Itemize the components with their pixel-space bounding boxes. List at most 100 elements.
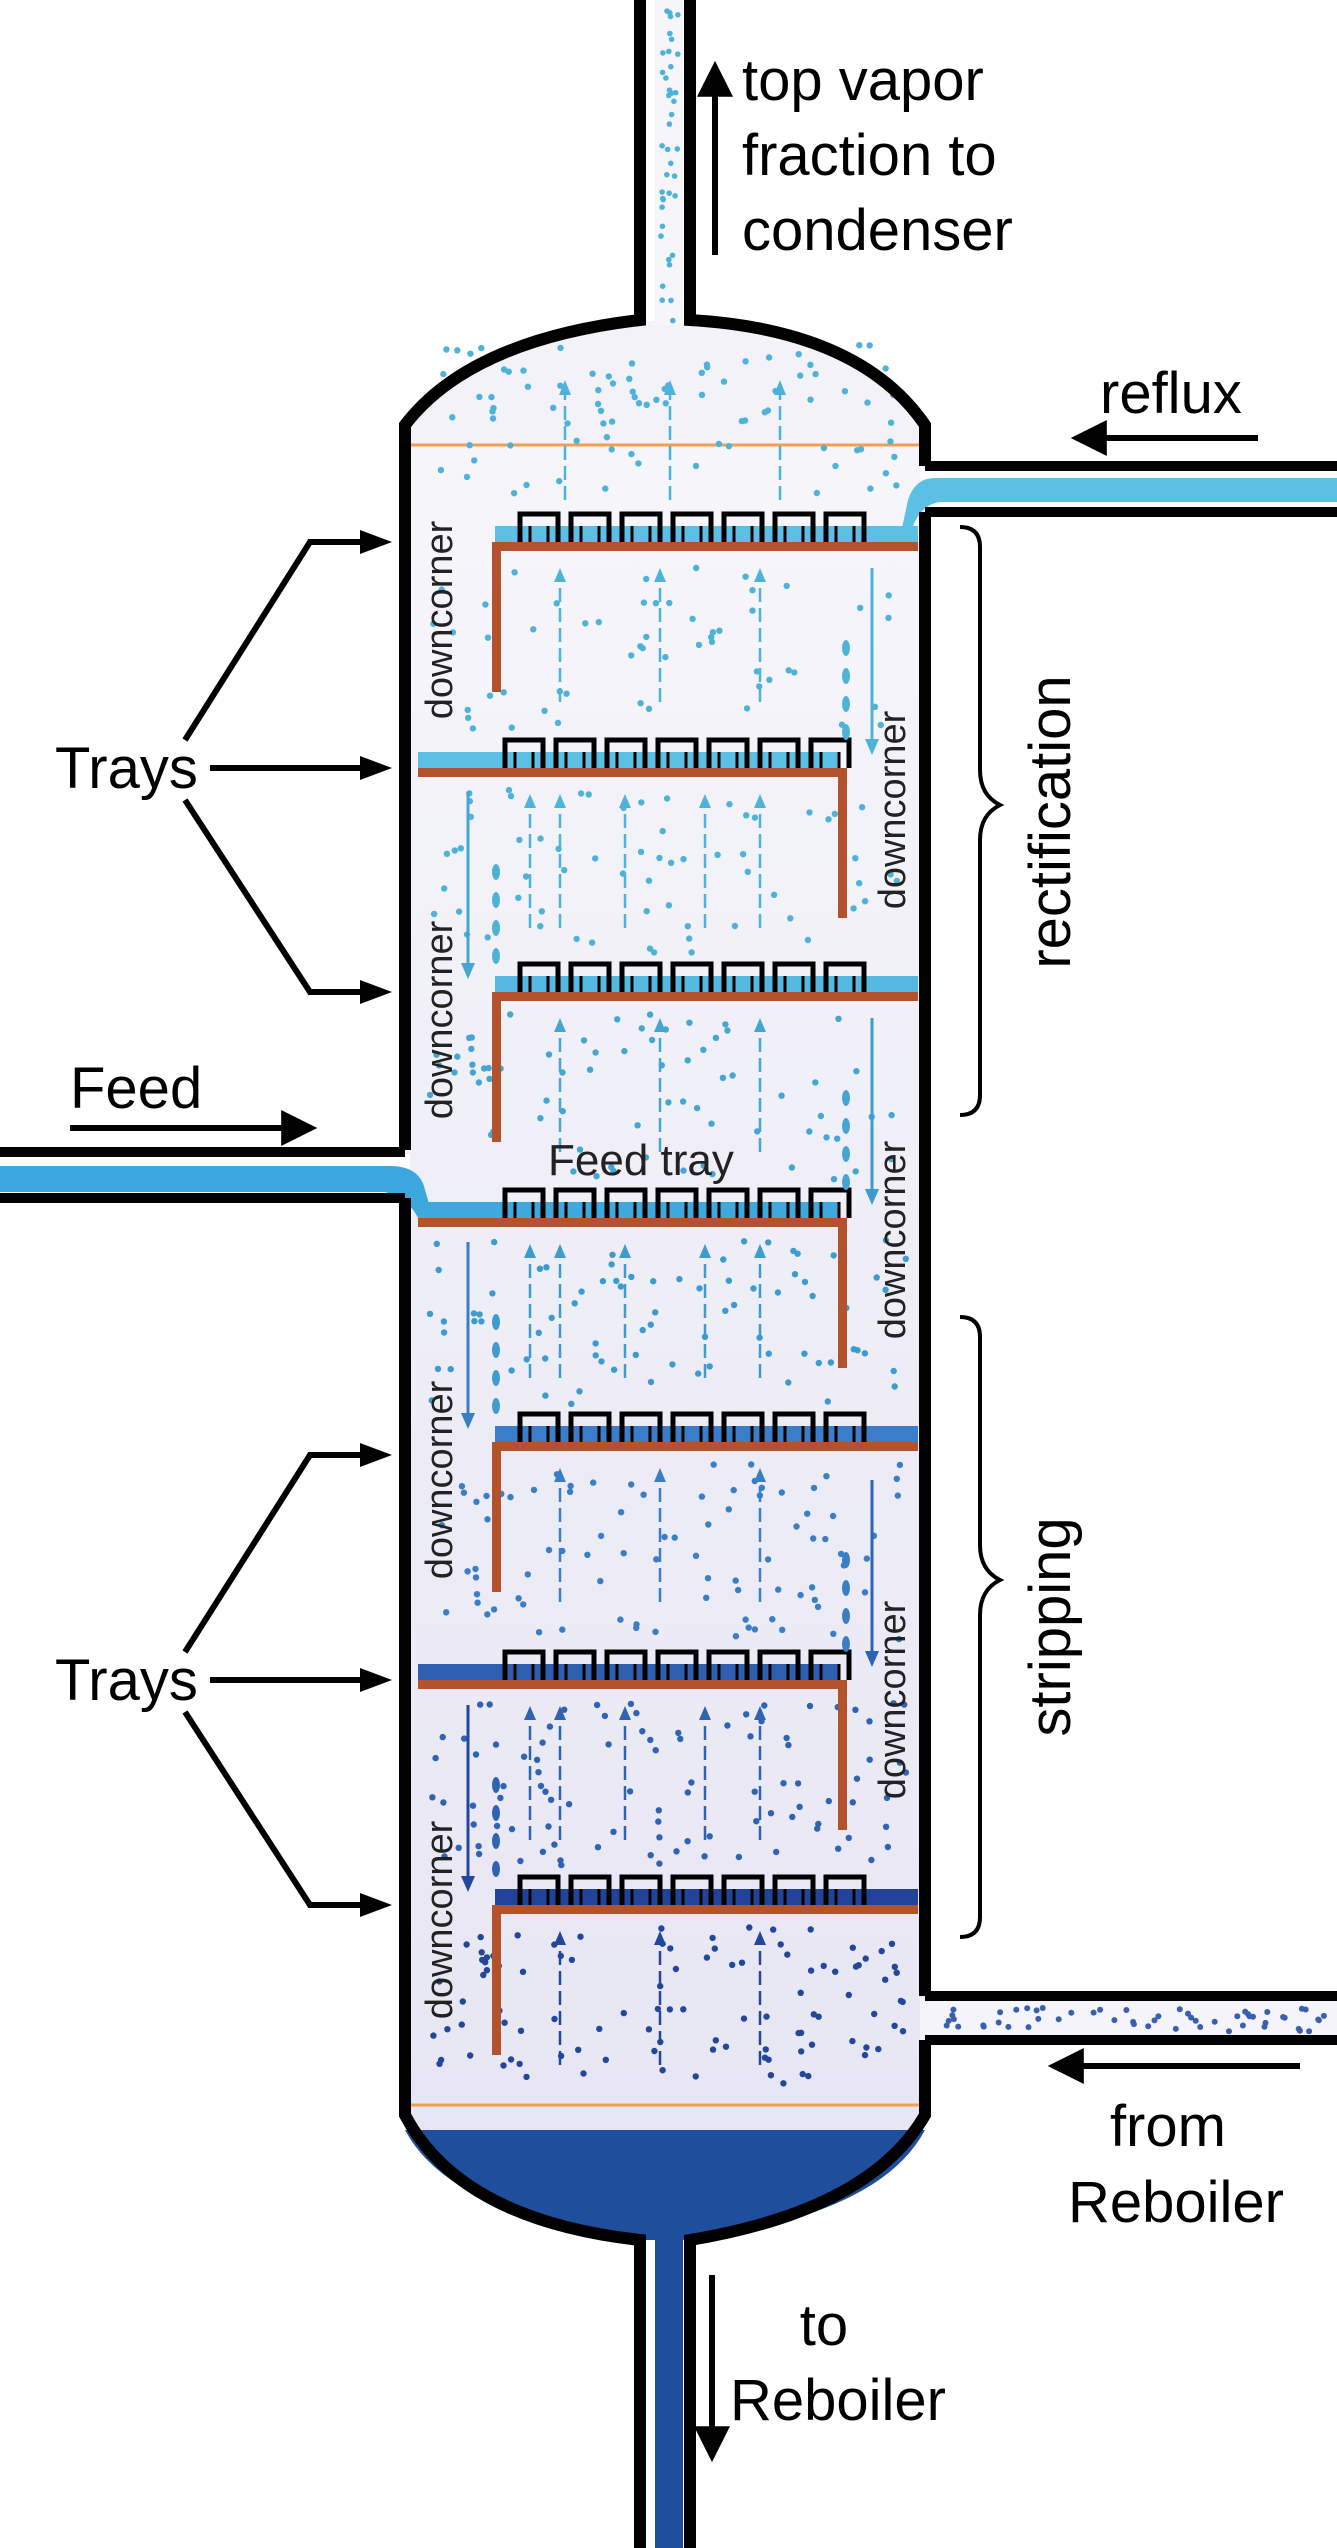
vapor-bubble bbox=[751, 814, 759, 821]
vapor-bubble bbox=[541, 707, 548, 714]
bubble-cap-riser bbox=[513, 1202, 535, 1218]
vapor-bubble bbox=[602, 485, 609, 492]
vapor-bubble bbox=[668, 90, 675, 96]
liquid-drop bbox=[842, 1608, 850, 1624]
vapor-bubble bbox=[599, 1277, 607, 1285]
vapor-bubble bbox=[664, 146, 671, 153]
bubble-cap bbox=[568, 511, 612, 542]
vapor-bubble bbox=[675, 12, 681, 18]
vapor-bubble bbox=[692, 2073, 699, 2080]
vapor-bubble bbox=[628, 360, 636, 367]
vapor-bubble bbox=[454, 1053, 461, 1060]
vapor-bubble bbox=[588, 939, 596, 946]
vapor-bubble bbox=[673, 1848, 680, 1855]
stripping-brace bbox=[959, 1315, 1005, 1939]
vapor-bubble bbox=[703, 1954, 711, 1961]
bubble-cap bbox=[553, 1649, 597, 1680]
vapor-bubble bbox=[810, 1484, 818, 1492]
vapor-bubble bbox=[795, 351, 802, 358]
vapor-bubble bbox=[444, 2026, 451, 2033]
vapor-bubble bbox=[589, 370, 596, 377]
tray-deck bbox=[418, 1680, 840, 1689]
vapor-bubble bbox=[742, 573, 749, 580]
vapor-arrowhead bbox=[554, 568, 566, 582]
bubble-cap-riser bbox=[579, 976, 601, 992]
vapor-arrowhead bbox=[619, 1244, 631, 1258]
vapor-bubble bbox=[807, 1967, 815, 1974]
vapor-bubble bbox=[746, 1924, 753, 1931]
vapor-bubble bbox=[701, 1853, 708, 1860]
vapor-bubble bbox=[601, 1712, 609, 1720]
vapor-bubble bbox=[671, 98, 677, 105]
vapor-bubble bbox=[472, 1565, 479, 1573]
vapor-bubble bbox=[547, 1796, 555, 1804]
vapor-bubble bbox=[808, 2041, 816, 2048]
vapor-bubble bbox=[646, 1011, 654, 1018]
vapor-bubble bbox=[734, 1586, 742, 1594]
vapor-bubble bbox=[955, 2023, 962, 2030]
vapor-bubble bbox=[537, 1782, 545, 1790]
vapor-bubble bbox=[580, 1037, 588, 1044]
vapor-bubble bbox=[617, 1616, 624, 1623]
vapor-bubble bbox=[545, 1051, 553, 1058]
vapor-bubble bbox=[643, 633, 650, 641]
bubble-cap bbox=[706, 737, 750, 768]
vapor-bubble bbox=[665, 902, 673, 909]
rectification-label: rectification bbox=[1018, 675, 1083, 968]
vapor-bubble bbox=[578, 1288, 585, 1295]
vapor-bubble bbox=[1068, 2009, 1075, 2016]
vapor-bubble bbox=[557, 382, 564, 389]
bubble-cap-riser bbox=[717, 752, 739, 768]
vapor-bubble bbox=[585, 791, 592, 798]
bubble-cap bbox=[757, 737, 801, 768]
vapor-bubble bbox=[576, 1146, 584, 1153]
vapor-bubble bbox=[595, 618, 602, 626]
vapor-bubble bbox=[804, 936, 812, 944]
vapor-bubble bbox=[482, 1959, 489, 1966]
vapor-bubble bbox=[637, 700, 644, 707]
vapor-bubble bbox=[864, 399, 871, 406]
vapor-bubble bbox=[548, 1314, 555, 1322]
vapor-bubble bbox=[520, 1601, 527, 1608]
vapor-bubble bbox=[516, 836, 523, 844]
vapor-bubble bbox=[695, 1370, 702, 1377]
vapor-bubble bbox=[466, 1034, 473, 1042]
liquid-drop bbox=[842, 696, 850, 712]
trays-lower-label: Trays bbox=[55, 1648, 198, 1713]
vapor-bubble bbox=[659, 283, 666, 290]
vapor-arrowhead bbox=[754, 568, 766, 582]
liquid-drop bbox=[492, 1314, 500, 1330]
vapor-bubble bbox=[631, 393, 638, 401]
vapor-bubble bbox=[507, 1493, 514, 1501]
vapor-bubble bbox=[845, 1991, 852, 1999]
vapor-bubble bbox=[483, 1954, 491, 1961]
trays-lower-arrowhead-3 bbox=[360, 1893, 392, 1917]
vapor-bubble bbox=[460, 1489, 468, 1496]
liquid-drop bbox=[492, 1398, 500, 1414]
vapor-bubble bbox=[791, 669, 798, 676]
bubble-cap bbox=[706, 1187, 750, 1218]
vapor-bubble bbox=[640, 599, 648, 606]
vapor-bubble bbox=[827, 1359, 835, 1366]
vapor-bubble bbox=[511, 569, 518, 576]
vapor-arrowhead bbox=[619, 1706, 631, 1720]
vapor-bubble bbox=[893, 1475, 900, 1483]
vapor-bubble bbox=[621, 1047, 628, 1055]
vapor-bubble bbox=[750, 1285, 757, 1292]
trays-upper-arrowhead-3 bbox=[360, 980, 392, 1004]
vapor-bubble bbox=[767, 1810, 775, 1817]
vapor-bubble bbox=[726, 801, 733, 808]
vapor-bubble bbox=[652, 1309, 659, 1316]
vapor-bubble bbox=[799, 2070, 806, 2078]
vapor-bubble bbox=[477, 1933, 484, 1941]
vapor-bubble bbox=[464, 706, 471, 714]
vapor-bubble bbox=[815, 1359, 822, 1367]
vapor-bubble bbox=[484, 1516, 491, 1523]
vapor-bubble bbox=[666, 48, 672, 55]
bubble-cap bbox=[619, 1411, 663, 1442]
vapor-bubble bbox=[500, 2062, 507, 2069]
vapor-bubble bbox=[435, 1266, 442, 1274]
vapor-bubble bbox=[441, 1853, 448, 1860]
vapor-bubble bbox=[656, 854, 663, 862]
vapor-bubble bbox=[567, 1482, 574, 1490]
